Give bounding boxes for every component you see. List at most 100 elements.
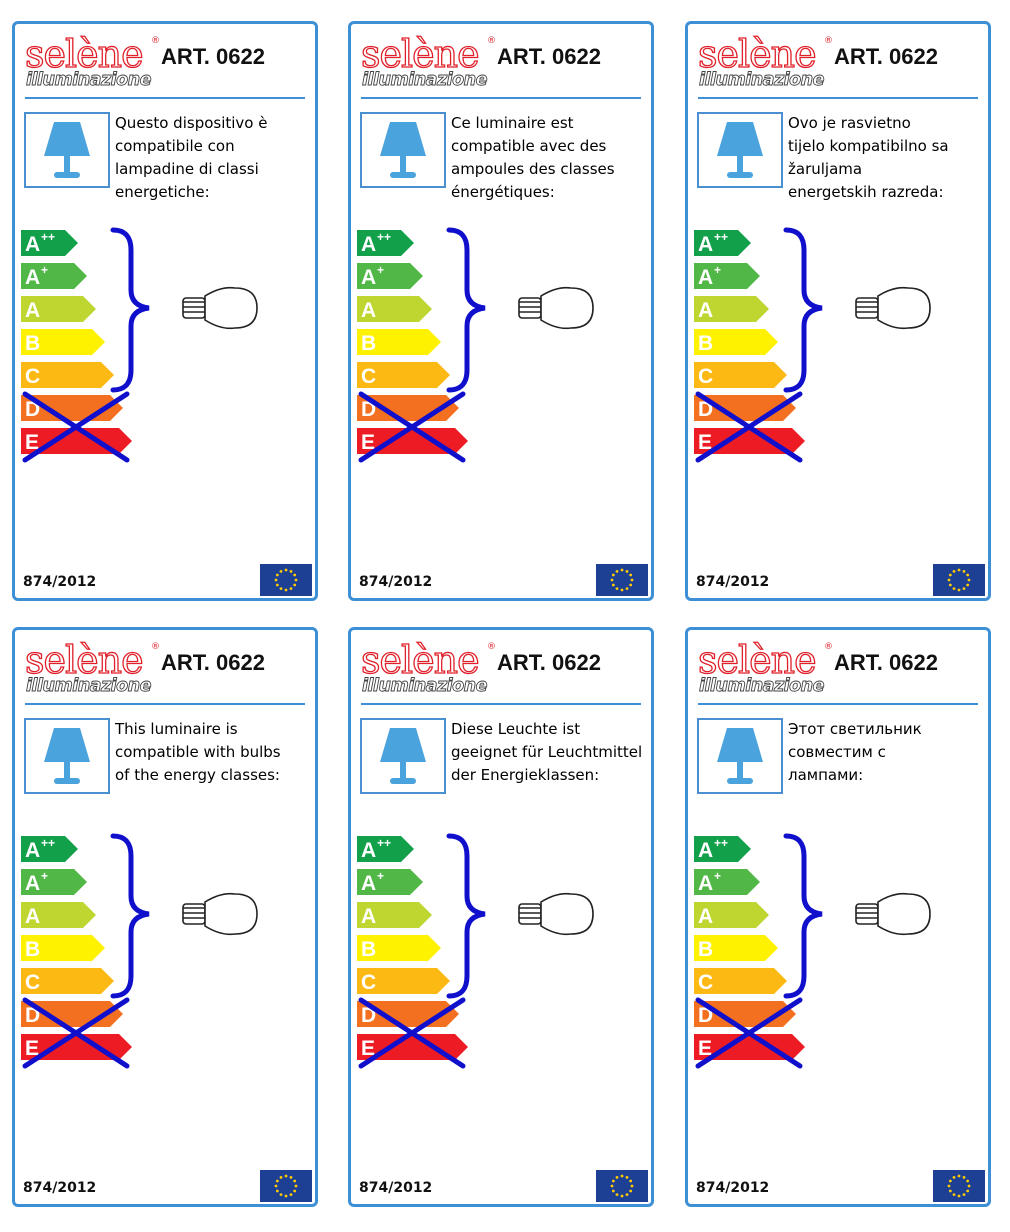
energy-class-letter: C xyxy=(25,971,40,994)
compatibility-text: Ovo je rasvietno tijelo kompatibilno sa … xyxy=(788,114,949,201)
registered-mark: ® xyxy=(824,642,833,652)
energy-class-2-arrow: A+ xyxy=(694,869,760,895)
energy-label-card: selène ® illuminazione ART. 0622 Ce lumi… xyxy=(348,21,654,601)
energy-class-letter: E xyxy=(698,1037,712,1060)
eu-star xyxy=(952,569,956,573)
energy-class-letter: A xyxy=(361,839,376,862)
energy-class-letter: A xyxy=(25,299,40,322)
eu-star xyxy=(279,587,283,591)
logo-subtitle: illuminazione xyxy=(699,676,825,697)
eu-star xyxy=(966,573,970,577)
energy-class-superscript: + xyxy=(41,263,48,277)
eu-star xyxy=(947,1184,951,1188)
eu-star xyxy=(610,578,614,582)
eu-star xyxy=(957,568,961,572)
energy-class-letter: C xyxy=(698,365,713,388)
regulation-number: 874/2012 xyxy=(696,1180,770,1196)
energy-class-1-arrow: A++ xyxy=(694,230,751,256)
registered-mark: ® xyxy=(824,36,833,46)
energy-class-1-arrow: A++ xyxy=(357,836,414,862)
energy-class-3-arrow: A xyxy=(357,296,432,322)
eu-star xyxy=(293,583,297,587)
energy-class-letter: A xyxy=(25,233,40,256)
eu-star xyxy=(947,578,951,582)
table-lamp-icon xyxy=(380,122,426,178)
energy-class-3-arrow: A xyxy=(694,296,769,322)
eu-star xyxy=(284,568,288,572)
energy-class-2-arrow: A+ xyxy=(357,263,423,289)
energy-class-superscript: + xyxy=(714,263,721,277)
eu-star xyxy=(952,1193,956,1197)
compatibility-text: Этот светильник совместим с лампами: xyxy=(788,720,922,784)
compatible-classes-bracket xyxy=(783,833,823,999)
energy-class-letter: E xyxy=(25,431,39,454)
energy-class-superscript: + xyxy=(377,869,384,883)
energy-class-letter: A xyxy=(25,266,40,289)
eu-star xyxy=(615,1175,619,1179)
eu-star xyxy=(279,569,283,573)
energy-class-4-arrow: B xyxy=(357,329,441,355)
energy-class-letter: E xyxy=(361,431,375,454)
energy-class-letter: A xyxy=(698,266,713,289)
energy-class-2-arrow: A+ xyxy=(694,263,760,289)
compatible-classes-bracket xyxy=(783,227,823,393)
energy-class-letter: E xyxy=(698,431,712,454)
logo-wordmark: selène xyxy=(360,638,480,682)
energy-class-superscript: ++ xyxy=(41,230,55,244)
energy-class-letter: C xyxy=(361,365,376,388)
eu-star xyxy=(962,1175,966,1179)
compatibility-text: Ce luminaire est compatible avec des amp… xyxy=(451,114,615,201)
header-divider xyxy=(25,97,305,99)
eu-star xyxy=(966,1189,970,1193)
energy-class-1-arrow: A++ xyxy=(694,836,751,862)
article-number: ART. 0622 xyxy=(497,650,601,675)
energy-class-letter: C xyxy=(25,365,40,388)
eu-star xyxy=(289,569,293,573)
logo-subtitle: illuminazione xyxy=(699,70,825,91)
logo-wordmark: selène xyxy=(24,638,144,682)
energy-class-4-arrow: B xyxy=(21,935,105,961)
logo-wordmark: selène xyxy=(697,638,817,682)
light-bulb-icon xyxy=(855,892,931,936)
energy-class-superscript: ++ xyxy=(714,836,728,850)
regulation-number: 874/2012 xyxy=(23,1180,97,1196)
energy-class-letter: A xyxy=(361,299,376,322)
eu-star xyxy=(274,1184,278,1188)
header-divider xyxy=(361,703,641,705)
logo-wordmark: selène xyxy=(360,32,480,76)
registered-mark: ® xyxy=(487,36,496,46)
eu-star xyxy=(620,568,624,572)
eu-star xyxy=(279,1175,283,1179)
energy-class-superscript: + xyxy=(41,869,48,883)
eu-star xyxy=(611,583,615,587)
eu-star xyxy=(275,573,279,577)
energy-class-superscript: ++ xyxy=(41,836,55,850)
energy-class-5-arrow: C xyxy=(357,968,450,994)
energy-class-letter: B xyxy=(698,332,713,355)
energy-class-5-arrow: C xyxy=(694,968,787,994)
energy-class-letter: A xyxy=(698,299,713,322)
energy-class-letter: A xyxy=(25,872,40,895)
energy-class-letter: A xyxy=(361,233,376,256)
selene-logo: selène ® illuminazione xyxy=(360,32,496,96)
eu-star xyxy=(289,1193,293,1197)
energy-class-letter: B xyxy=(25,938,40,961)
energy-label-card: selène ® illuminazione ART. 0622 Diese L… xyxy=(348,627,654,1207)
energy-class-letter: B xyxy=(25,332,40,355)
eu-star xyxy=(620,1174,624,1178)
incompatible-classes-cross xyxy=(695,391,803,463)
incompatible-classes-cross xyxy=(358,997,466,1069)
eu-star xyxy=(948,573,952,577)
eu-star xyxy=(966,583,970,587)
eu-star xyxy=(625,1175,629,1179)
eu-star xyxy=(948,1179,952,1183)
eu-star xyxy=(957,1174,961,1178)
table-lamp-icon xyxy=(380,728,426,784)
logo-subtitle: illuminazione xyxy=(362,70,488,91)
luminaire-icon-box xyxy=(24,718,110,794)
energy-class-letter: B xyxy=(698,938,713,961)
